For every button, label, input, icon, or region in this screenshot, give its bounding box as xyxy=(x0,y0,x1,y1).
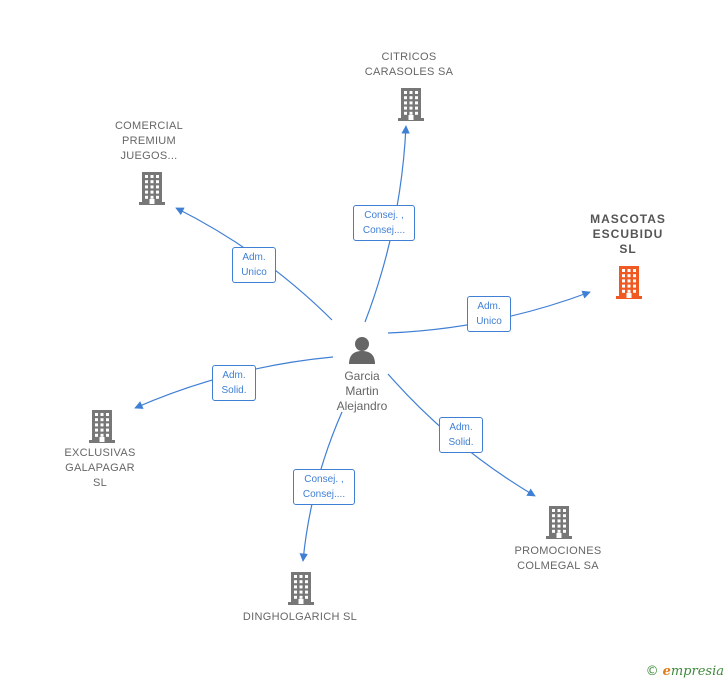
role-badge-line: Consej.... xyxy=(362,225,406,236)
company-name-line: CITRICOS xyxy=(381,51,437,63)
building-icon[interactable] xyxy=(613,264,645,305)
brand-logo-initial: e xyxy=(662,664,671,679)
role-badge-line: Consej. , xyxy=(304,474,344,485)
copyright-symbol: © xyxy=(645,664,659,679)
person-name-line: Garcia xyxy=(344,369,380,383)
role-badge-exclusivas[interactable]: Adm. Solid. xyxy=(212,365,256,401)
building-icon[interactable] xyxy=(395,86,427,127)
role-badge-line: Unico xyxy=(241,267,267,278)
company-name-line: ESCUBIDU xyxy=(592,227,664,241)
company-name-line: DINGHOLGARICH SL xyxy=(242,611,358,623)
person-name-line: Alejandro xyxy=(336,399,388,413)
role-badge-line: Solid. xyxy=(221,385,247,396)
company-name-line: MASCOTAS xyxy=(590,212,666,226)
role-badge-line: Consej. , xyxy=(364,210,404,221)
company-name-line: EXCLUSIVAS xyxy=(64,447,136,459)
role-badge-line: Adm. xyxy=(242,252,266,263)
company-name-citricos[interactable]: CITRICOS CARASOLES SA xyxy=(350,50,468,80)
role-badge-line: Solid. xyxy=(448,437,474,448)
person-name-line: Martin xyxy=(345,384,379,398)
company-name-line: SL xyxy=(92,477,108,489)
company-name-line: PREMIUM xyxy=(121,135,177,147)
company-name-promociones[interactable]: PROMOCIONES COLMEGAL SA xyxy=(500,544,616,574)
company-name-dingholgarich[interactable]: DINGHOLGARICH SL xyxy=(228,610,372,625)
role-badge-citricos[interactable]: Consej. , Consej.... xyxy=(353,205,415,241)
company-name-line: JUEGOS... xyxy=(120,150,178,162)
company-name-line: COMERCIAL xyxy=(114,120,184,132)
company-name-line: CARASOLES SA xyxy=(364,66,454,78)
role-badge-promociones[interactable]: Adm. Solid. xyxy=(439,417,483,453)
company-name-comercial[interactable]: COMERCIAL PREMIUM JUEGOS... xyxy=(104,119,194,164)
role-badge-line: Consej.... xyxy=(302,489,346,500)
building-icon[interactable] xyxy=(285,570,317,611)
building-icon[interactable] xyxy=(136,170,168,211)
company-name-exclusivas[interactable]: EXCLUSIVAS GALAPAGAR SL xyxy=(52,446,148,491)
company-name-line: PROMOCIONES xyxy=(514,545,602,557)
footer-brand: ©empresia xyxy=(646,664,724,679)
role-badge-line: Adm. xyxy=(477,301,501,312)
company-name-line: SL xyxy=(619,242,637,256)
company-name-line: COLMEGAL SA xyxy=(517,560,599,572)
role-badge-line: Adm. xyxy=(222,370,246,381)
company-name-line: GALAPAGAR xyxy=(65,462,135,474)
person-name[interactable]: Garcia Martin Alejandro xyxy=(320,369,404,414)
building-icon[interactable] xyxy=(543,504,575,545)
role-badge-comercial[interactable]: Adm. Unico xyxy=(232,247,276,283)
brand-logo-text: mpresia xyxy=(670,664,724,679)
person-icon[interactable] xyxy=(346,334,378,366)
role-badge-mascotas[interactable]: Adm. Unico xyxy=(467,296,511,332)
building-icon[interactable] xyxy=(86,408,118,449)
role-badge-dingholgarich[interactable]: Consej. , Consej.... xyxy=(293,469,355,505)
role-badge-line: Adm. xyxy=(449,422,473,433)
role-badge-line: Unico xyxy=(476,316,502,327)
